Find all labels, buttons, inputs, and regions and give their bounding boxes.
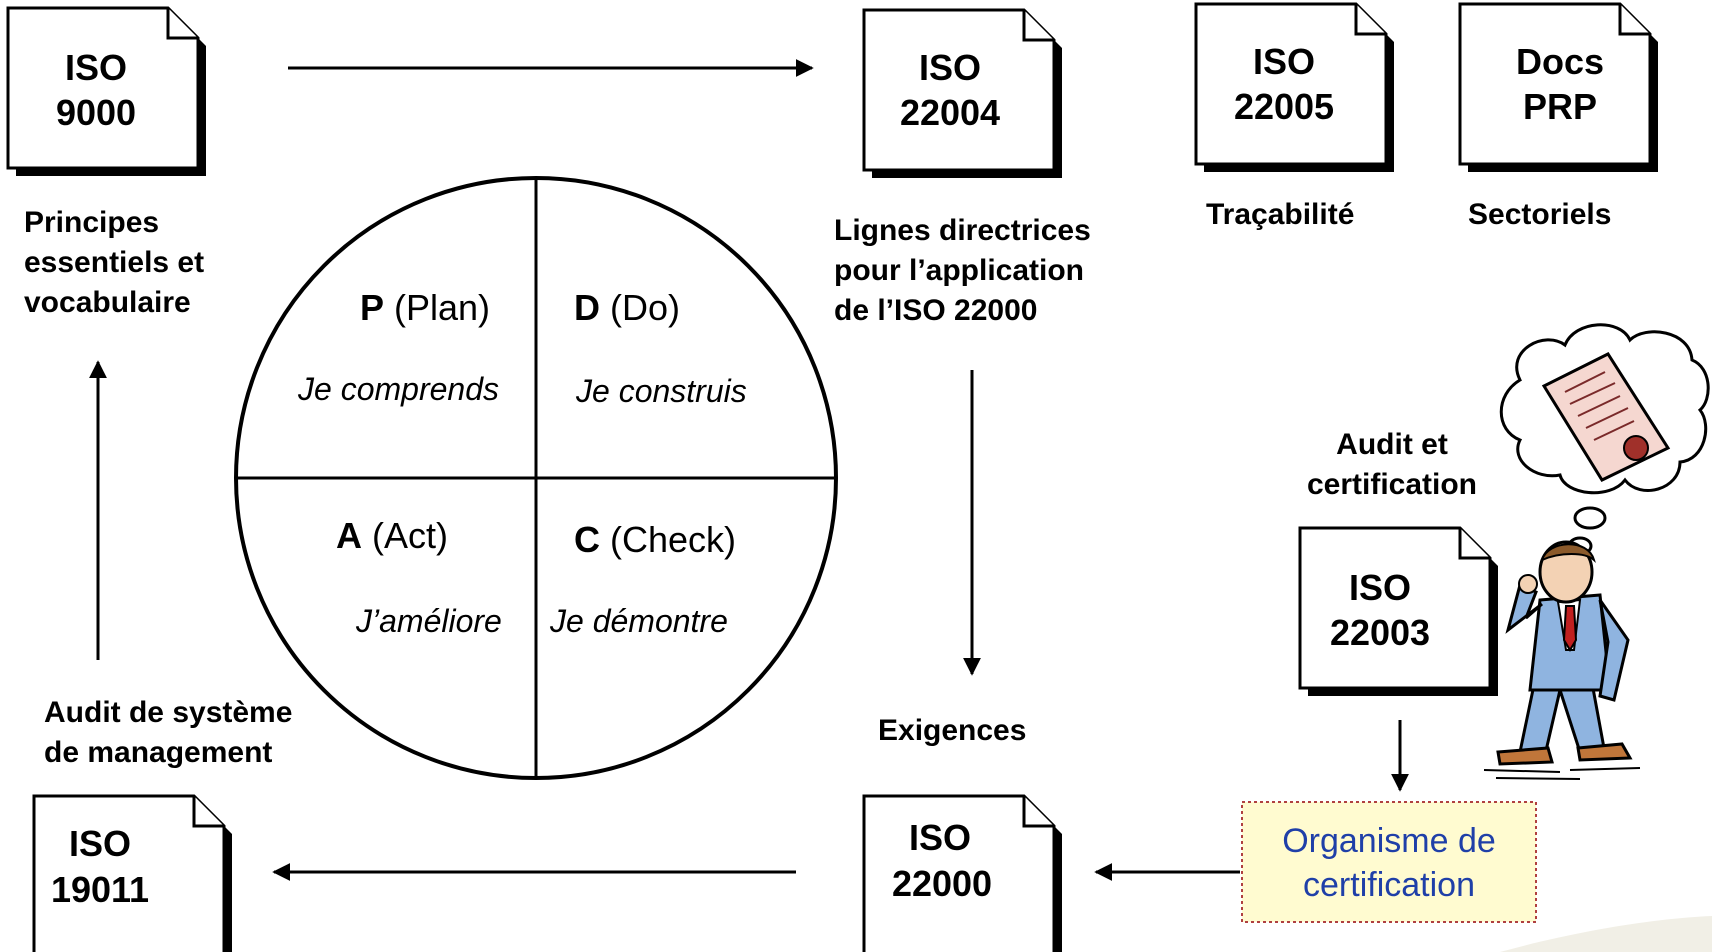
pdca-check-quadrant: C(Check) Je démontre <box>549 519 736 639</box>
caption-audit-systeme-line1: Audit de système <box>44 696 292 729</box>
doc-iso-19011-line2: 19011 <box>51 869 149 910</box>
pdca-plan-word: (Plan) <box>394 287 490 328</box>
pdca-plan-letter: P <box>360 287 384 328</box>
organisme-box-frame <box>1241 801 1537 923</box>
doc-iso-22004-line1: ISO <box>919 47 981 88</box>
doc-iso-19011-line1: ISO <box>69 823 131 864</box>
pdca-check-word: (Check) <box>610 519 736 560</box>
thinking-businessman-illustration <box>1483 540 1641 780</box>
doc-iso-22003: ISO 22003 <box>1298 526 1500 698</box>
caption-lignes-line1: Lignes directrices <box>834 214 1091 247</box>
caption-audit-certification: Audit et certification <box>1307 428 1477 501</box>
caption-exigences: Exigences <box>878 714 1026 747</box>
caption-sectoriels: Sectoriels <box>1468 198 1611 231</box>
pdca-act-letter: A <box>336 515 362 556</box>
caption-audit-certification-line1: Audit et <box>1336 428 1448 461</box>
doc-iso-22005: ISO 22005 <box>1194 2 1396 174</box>
organisme-line1: Organisme de <box>1282 822 1496 860</box>
doc-iso-22005-line1: ISO <box>1253 41 1315 82</box>
certificate-icon <box>1541 352 1671 482</box>
svg-text:C(Check): C(Check) <box>574 519 736 560</box>
caption-audit-certification-line2: certification <box>1307 468 1477 501</box>
thought-dot-large <box>1573 506 1607 530</box>
doc-iso-22000-line2: 22000 <box>892 863 992 904</box>
pdca-do-verb: Je construis <box>575 373 747 409</box>
pdca-do-letter: D <box>574 287 600 328</box>
caption-lignes-line2: pour l’application <box>834 254 1084 287</box>
doc-iso-22003-line1: ISO <box>1349 567 1411 608</box>
certificate-thought-bubble <box>1499 323 1710 574</box>
doc-iso-9000-line1: ISO <box>65 47 127 88</box>
doc-docs-prp-line1: Docs <box>1516 41 1604 82</box>
caption-principes-line3: vocabulaire <box>24 286 191 319</box>
pdca-act-verb: J’améliore <box>355 603 502 639</box>
organisme-line2: certification <box>1303 866 1475 904</box>
caption-audit-systeme: Audit de système de management <box>44 696 292 769</box>
pdca-circle: P(Plan) Je comprends D(Do) Je construis … <box>234 176 838 780</box>
doc-iso-22004: ISO 22004 <box>862 8 1064 180</box>
caption-tracabilite: Traçabilité <box>1206 198 1354 231</box>
pdca-do-quadrant: D(Do) Je construis <box>574 287 747 409</box>
pdca-act-word: (Act) <box>372 515 448 556</box>
organisme-box: Organisme de certification <box>1241 801 1537 923</box>
pdca-check-letter: C <box>574 519 600 560</box>
pdca-plan-verb: Je comprends <box>297 371 499 407</box>
doc-iso-9000: ISO 9000 <box>6 6 208 178</box>
decorative-swoosh <box>1500 916 1712 952</box>
caption-lignes-directrices: Lignes directrices pour l’application de… <box>834 214 1091 327</box>
doc-iso-9000-line2: 9000 <box>56 92 136 133</box>
doc-docs-prp: Docs PRP <box>1458 2 1660 174</box>
pdca-act-quadrant: A(Act) J’améliore <box>336 515 502 639</box>
svg-text:P(Plan): P(Plan) <box>360 287 490 328</box>
caption-audit-systeme-line2: de management <box>44 736 272 769</box>
pdca-check-verb: Je démontre <box>549 603 728 639</box>
doc-iso-22005-line2: 22005 <box>1234 86 1334 127</box>
caption-principes: Principes essentiels et vocabulaire <box>24 206 204 319</box>
doc-iso-22004-line2: 22004 <box>900 92 1000 133</box>
caption-principes-line1: Principes <box>24 206 159 239</box>
svg-text:A(Act): A(Act) <box>336 515 448 556</box>
pdca-do-word: (Do) <box>610 287 680 328</box>
doc-iso-22000: ISO 22000 <box>862 794 1064 952</box>
svg-text:D(Do): D(Do) <box>574 287 680 328</box>
caption-lignes-line3: de l’ISO 22000 <box>834 294 1037 327</box>
arrows <box>89 59 1409 881</box>
doc-iso-22003-line2: 22003 <box>1330 612 1430 653</box>
pdca-plan-quadrant: P(Plan) Je comprends <box>297 287 499 407</box>
doc-iso-19011: ISO 19011 <box>32 794 234 952</box>
caption-principes-line2: essentiels et <box>24 246 204 279</box>
doc-docs-prp-line2: PRP <box>1523 86 1597 127</box>
doc-iso-22000-line1: ISO <box>909 817 971 858</box>
